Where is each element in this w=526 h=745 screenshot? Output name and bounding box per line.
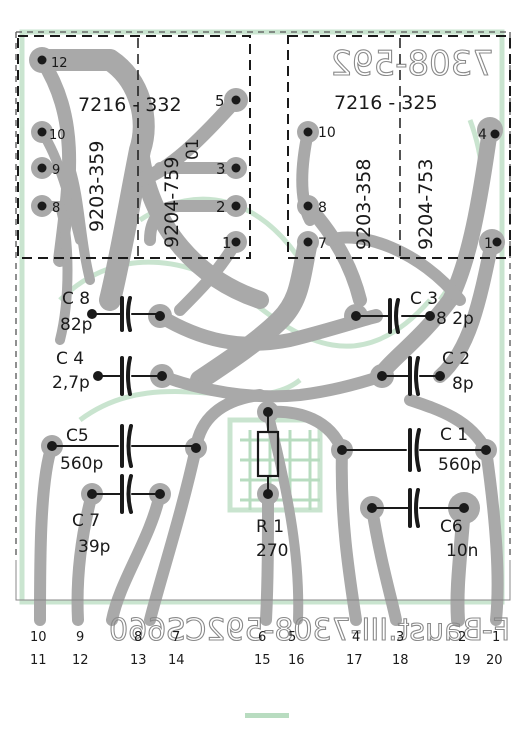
c3-value: 8 2p: [436, 309, 474, 329]
connector-top-7: 7: [172, 630, 180, 645]
c4-ref: C 4: [56, 349, 84, 369]
connector-labels: 10 9 8 7 6 5 4 3 2 1 11 12 13 14 15 16 1…: [30, 630, 503, 668]
right-pin-7: 7: [318, 236, 327, 252]
connector-top-2: 2: [458, 630, 466, 645]
connector-bottom-17: 17: [346, 653, 363, 668]
c2-ref: C 2: [442, 349, 470, 369]
left-filter-part-b: 9204-759: [161, 157, 183, 248]
c2-value: 8p: [452, 374, 474, 394]
connector-bottom-15: 15: [254, 653, 271, 668]
left-pin-5: 5: [215, 92, 225, 110]
right-filter-part-a: 9203-358: [353, 159, 375, 250]
left-filter-part-b-suffix: 01: [183, 138, 203, 160]
left-pin-8: 8: [52, 201, 60, 216]
connector-bottom-20: 20: [486, 653, 503, 668]
left-pin-2: 2: [216, 198, 226, 216]
right-pin-4: 4: [478, 127, 487, 143]
c1-ref: C 1: [440, 425, 468, 445]
connector-bottom-13: 13: [130, 653, 147, 668]
filter-pin-dots: [37, 55, 502, 247]
left-pin-3: 3: [216, 160, 226, 178]
c1-value: 560p: [438, 455, 481, 475]
connector-bottom-11: 11: [30, 653, 47, 668]
connector-top-4: 4: [352, 630, 360, 645]
mirrored-board-number: 7308-592: [330, 44, 494, 84]
right-pin-1: 1: [484, 236, 493, 252]
connector-top-10: 10: [30, 630, 47, 645]
connector-bottom-19: 19: [454, 653, 471, 668]
r1-value: 270: [256, 541, 288, 561]
c7-ref: C 7: [72, 511, 100, 531]
c5-ref: C5: [66, 426, 89, 446]
connector-top-8: 8: [134, 630, 142, 645]
c6-ref: C6: [440, 517, 463, 537]
component-pad-dots: [47, 309, 491, 513]
silkscreen-dash: [245, 713, 289, 718]
left-pin-9: 9: [52, 163, 60, 178]
c8-value: 82p: [60, 315, 92, 335]
c3-ref: C 3: [410, 289, 438, 309]
copper-traces: [31, 49, 504, 627]
left-pin-10: 10: [49, 128, 66, 143]
right-pin-10: 10: [318, 125, 336, 141]
right-filter-outline: [287, 35, 511, 259]
r1-ref: R 1: [256, 517, 284, 537]
left-pin-12: 12: [51, 56, 68, 71]
c4-value: 2,7p: [52, 373, 90, 393]
connector-bottom-18: 18: [392, 653, 409, 668]
left-filter-top-part: 7216 - 332: [78, 94, 182, 116]
connector-notch: [15, 560, 511, 601]
mirrored-footer-text: F-Baust.III-7308-592CS660: [109, 613, 510, 648]
connector-top-5: 5: [288, 630, 296, 645]
left-pin-1: 1: [222, 234, 232, 252]
connector-bottom-12: 12: [72, 653, 89, 668]
right-filter-part-b: 9204-753: [415, 159, 437, 250]
connector-bottom-14: 14: [168, 653, 185, 668]
connector-top-6: 6: [258, 630, 266, 645]
connector-top-3: 3: [396, 630, 404, 645]
c8-ref: C 8: [62, 289, 90, 309]
c5-value: 560p: [60, 454, 103, 474]
left-filter-outline: [17, 35, 251, 259]
connector-top-1: 1: [492, 630, 500, 645]
right-pin-8: 8: [318, 200, 327, 216]
connector-bottom-16: 16: [288, 653, 305, 668]
pad-blobs: [29, 47, 505, 524]
c7-value: 39p: [78, 537, 110, 557]
right-filter-top-part: 7216 - 325: [334, 92, 438, 114]
left-filter-part-a: 9203-359: [86, 141, 108, 232]
connector-top-9: 9: [76, 630, 84, 645]
c6-value: 10n: [446, 541, 478, 561]
